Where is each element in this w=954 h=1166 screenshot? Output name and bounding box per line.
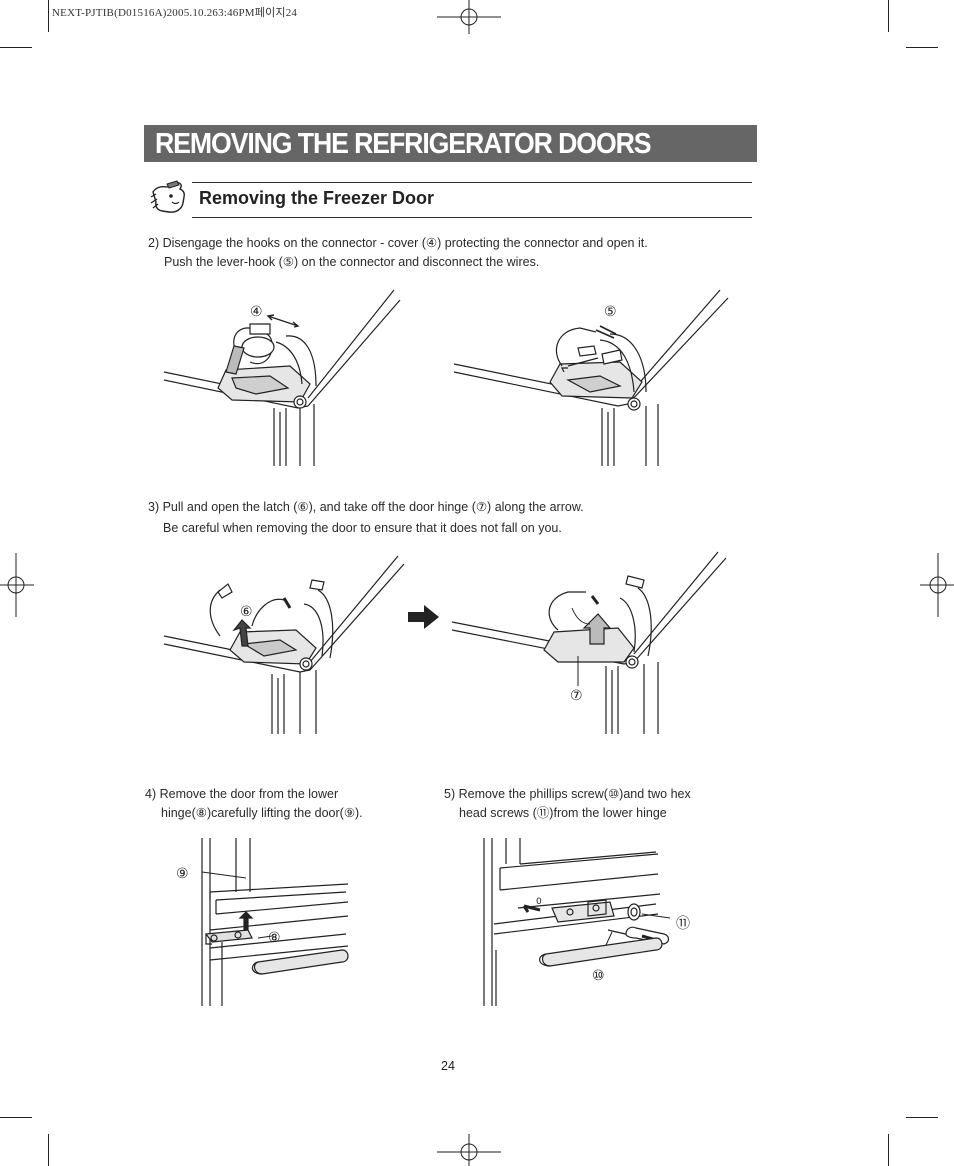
callout-10: ⑩ [592,968,605,984]
step-3-line-2: Be careful when removing the door to ens… [163,521,562,535]
figure-lower-hinge-screws: 0 ⑪ ⑩ [483,838,690,1006]
registration-mark-icon [0,553,34,617]
step-5-line-2: head screws (⑪)from the lower hinge [459,806,667,820]
figure-door-hinge: ⑦ [451,551,727,734]
figure-lever-hook: ⑤ [453,289,729,466]
callout-6: ⑥ [240,604,253,620]
hand-pointer-icon [150,180,185,213]
section-rule-top [192,182,752,183]
registration-mark-icon [437,1134,501,1166]
registration-mark-icon [437,0,501,34]
callout-4: ④ [250,304,263,320]
step-5-line-1: 5) Remove the phillips screw(⑩)and two h… [444,787,691,801]
print-header: NEXT-PJTIB(D01516A)2005.10.263:46PM페이지24 [52,7,298,19]
callout-7: ⑦ [570,688,583,704]
callout-5: ⑤ [604,304,617,320]
step-2-line-2: Push the lever-hook (⑤) on the connector… [164,255,540,269]
page-number: 24 [441,1059,455,1073]
step-2-line-1: 2) Disengage the hooks on the connector … [148,236,648,250]
section-rule-bottom [192,217,752,218]
page-title: REMOVING THE REFRIGERATOR DOORS [155,128,652,160]
svg-text:0: 0 [536,897,542,907]
figure-latch: ⑥ [163,555,405,734]
step-3-line-1: 3) Pull and open the latch (⑥), and take… [148,500,584,514]
page-title-bar: REMOVING THE REFRIGERATOR DOORS [144,125,757,162]
figure-lower-hinge-lift: ⑨ ⑧ [176,838,349,1006]
registration-mark-icon [920,553,954,617]
callout-9: ⑨ [176,866,189,882]
step-4-line-1: 4) Remove the door from the lower [145,787,339,801]
section-title: Removing the Freezer Door [199,188,435,208]
callout-11: ⑪ [676,916,690,932]
callout-8: ⑧ [268,930,281,946]
arrow-right-icon [408,605,439,629]
figure-connector-cover: ④ [163,289,401,466]
step-4-line-2: hinge(⑧)carefully lifting the door(⑨). [161,806,363,820]
